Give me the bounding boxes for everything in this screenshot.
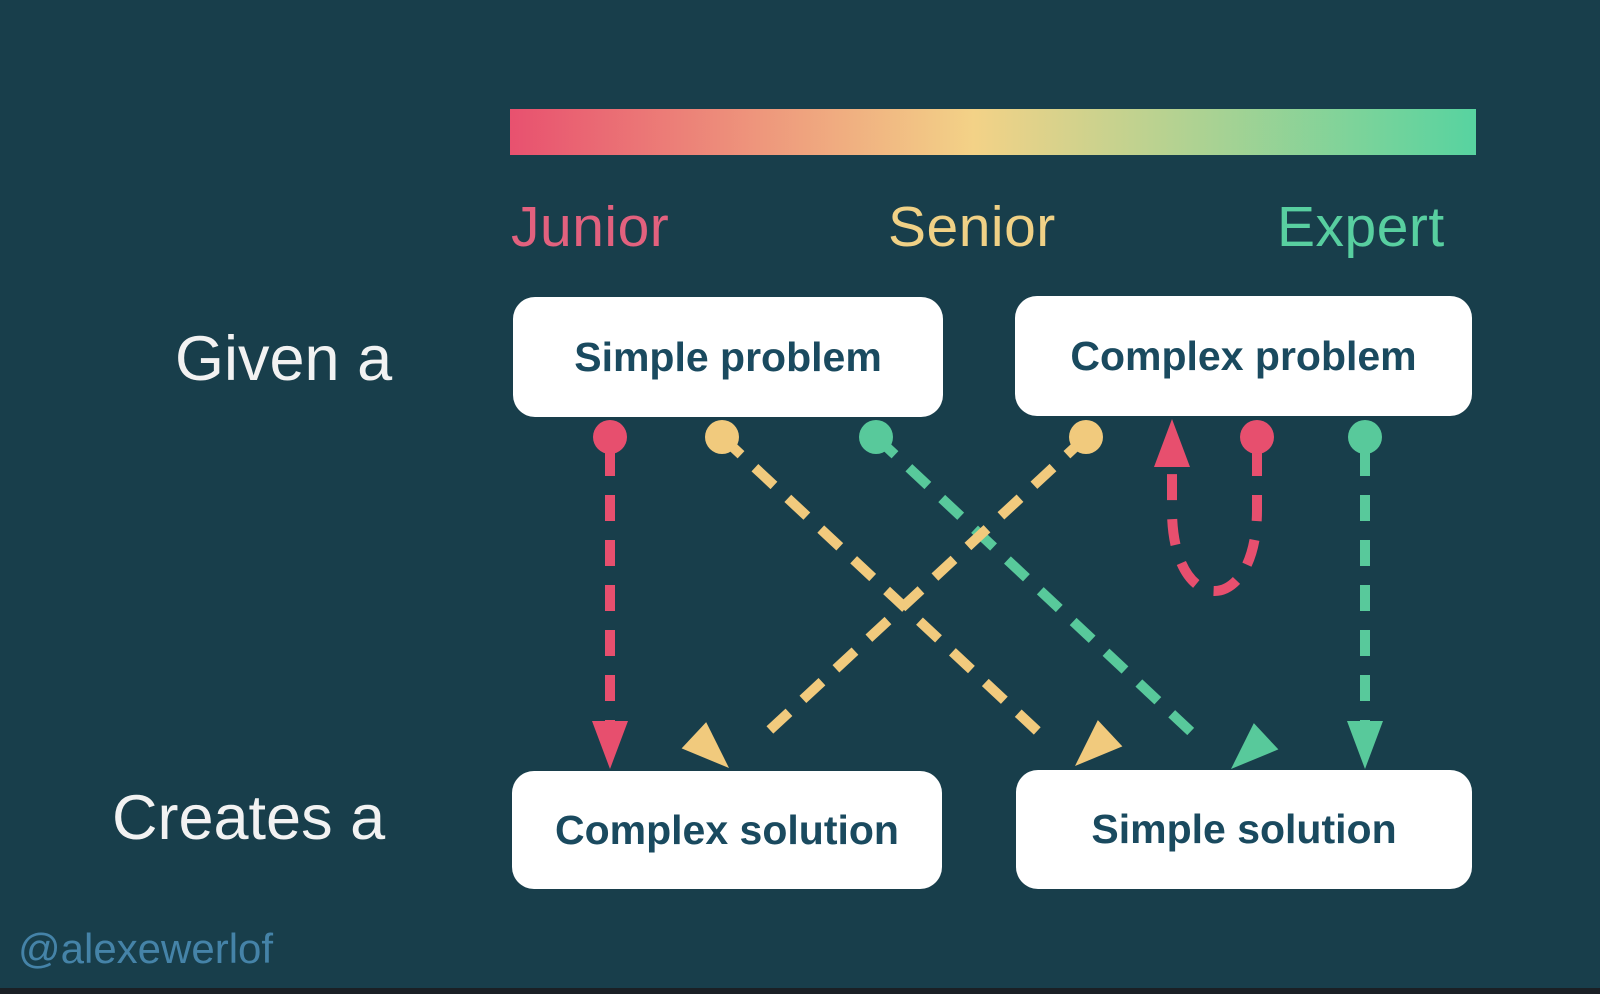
connector-origin-dot [859,420,893,454]
watermark-author-handle: @alexewerlof [18,925,274,972]
connector-origin-dot [593,420,627,454]
bottom-edge-bar [0,988,1600,994]
connector-arrowhead [1154,419,1190,467]
connector-junior-complex-problem-loop-back [1154,419,1274,596]
level-label-expert: Expert [1277,195,1445,259]
connector-expert-simple-problem-to-simple-solution [859,420,1279,769]
box-simple-solution: Simple solution [1016,770,1472,889]
connector-origin-dot [1069,420,1103,454]
connector-origin-dot [705,420,739,454]
row-label-given-a: Given a [175,324,393,394]
connector-arrowhead [592,721,628,769]
connector-arrowhead [1347,721,1383,769]
connector-senior-complex-problem-to-complex-solution [681,420,1103,768]
connector-senior-simple-problem-to-simple-solution [705,420,1123,766]
seniority-gradient-bar [510,109,1476,155]
box-complex-solution: Complex solution [512,771,942,889]
level-label-junior: Junior [511,195,670,259]
connector-junior-simple-problem-to-complex-solution [592,420,628,769]
box-complex-problem: Complex problem [1015,296,1472,416]
connector-expert-complex-problem-to-simple-solution [1347,420,1383,769]
row-label-creates-a: Creates a [112,783,386,853]
connector-origin-dot [1348,420,1382,454]
box-simple-problem: Simple problem [513,297,943,417]
level-label-senior: Senior [888,195,1056,259]
connector-origin-dot [1240,420,1274,454]
